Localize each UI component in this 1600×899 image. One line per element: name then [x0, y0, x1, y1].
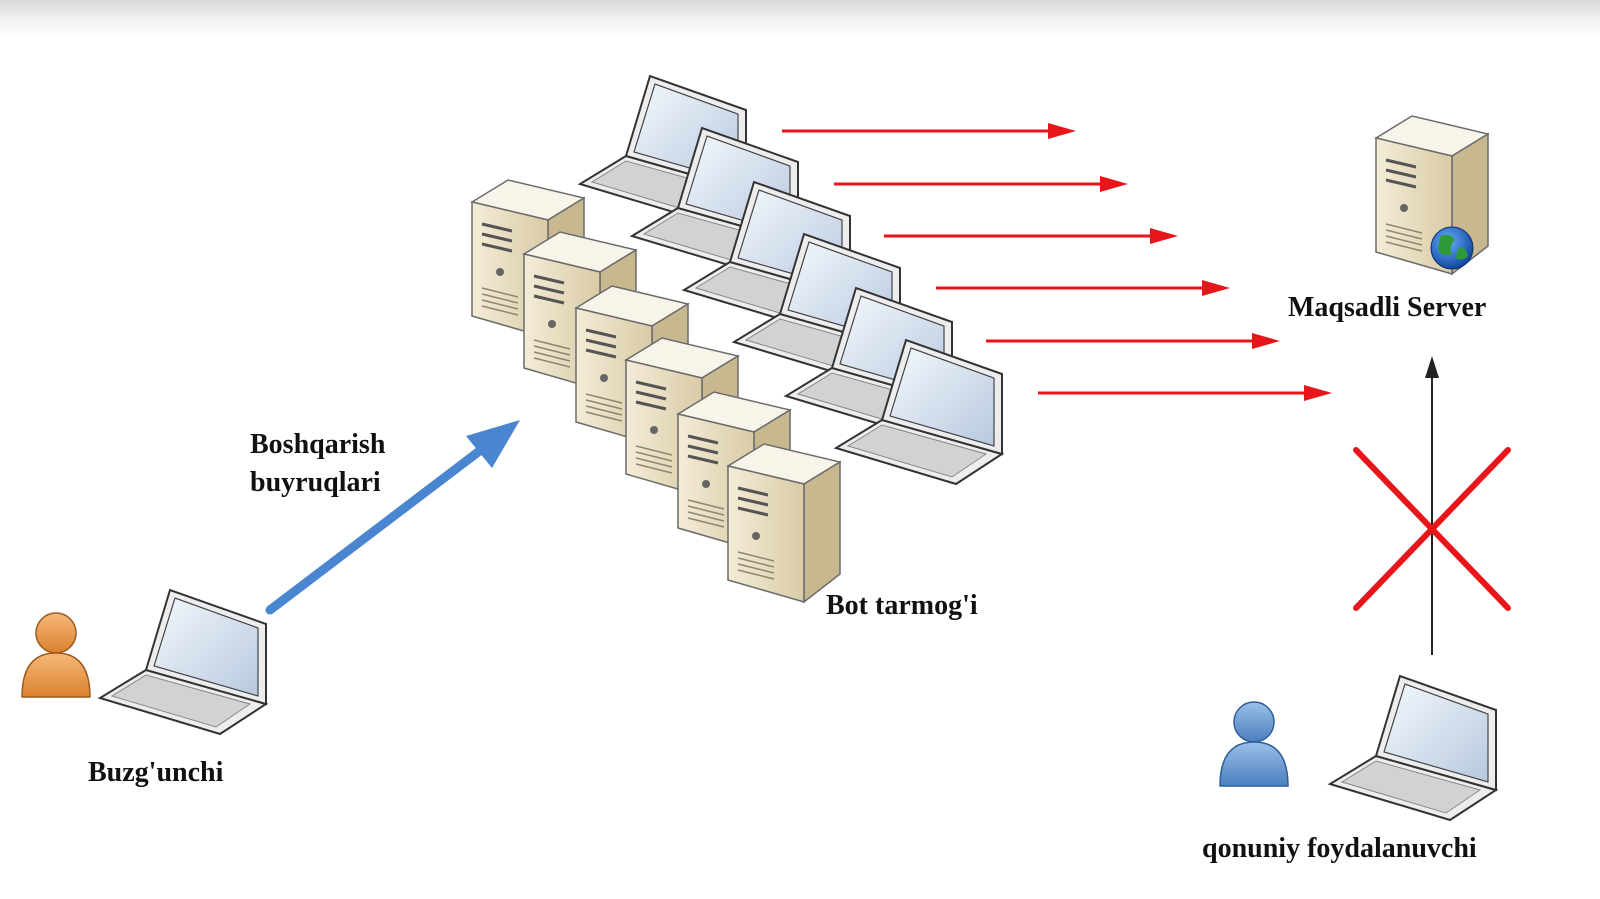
- attacker-laptop-icon: [99, 589, 267, 735]
- attacker-person-icon: [21, 612, 91, 698]
- legit-laptop-icon: [1329, 675, 1497, 821]
- red-x-icon: [1353, 447, 1511, 611]
- target-server-label: Maqsadli Server: [1288, 292, 1487, 323]
- target-server-icon: [1374, 114, 1490, 276]
- top-shadow-bar: [0, 0, 1600, 38]
- access-arrow: [1425, 356, 1439, 655]
- legit-user-label: qonuniy foydalanuvchi: [1202, 833, 1477, 864]
- attacker-label: Buzg'unchi: [88, 757, 224, 788]
- command-arrow: [265, 420, 520, 615]
- commands-label-line2: buyruqlari: [250, 467, 381, 498]
- commands-label-line1: Boshqarish: [250, 429, 386, 460]
- legit-person-icon: [1219, 701, 1289, 787]
- bot-server-icon: [726, 442, 842, 604]
- botnet-label: Bot tarmog'i: [826, 590, 978, 621]
- attack-arrows: [782, 123, 1332, 401]
